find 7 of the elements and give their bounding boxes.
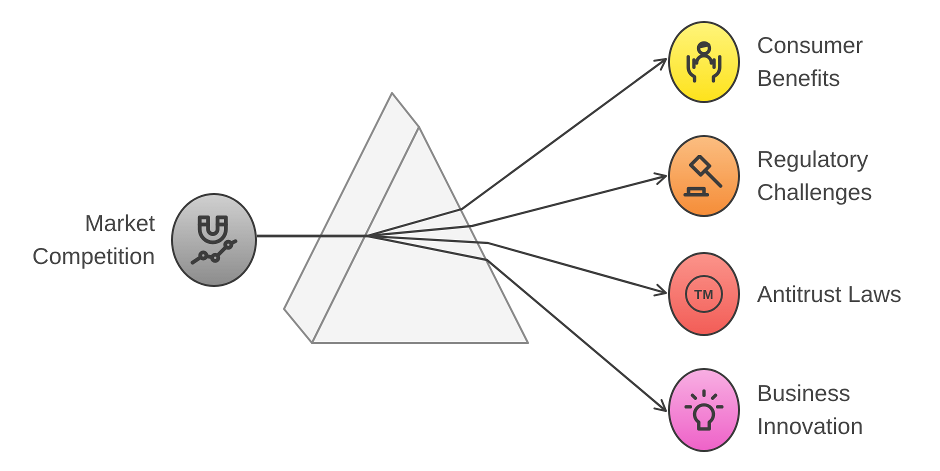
topic-label: Market Competition xyxy=(32,209,155,271)
symbol-text: TM xyxy=(694,288,714,300)
arrow xyxy=(257,234,667,412)
topic-label: Business Innovation xyxy=(757,379,864,441)
topic-label: Consumer Benefits xyxy=(757,31,864,93)
topic-label: Antitrust Laws xyxy=(757,280,902,308)
topic-label: Regulatory Challenges xyxy=(757,145,872,207)
